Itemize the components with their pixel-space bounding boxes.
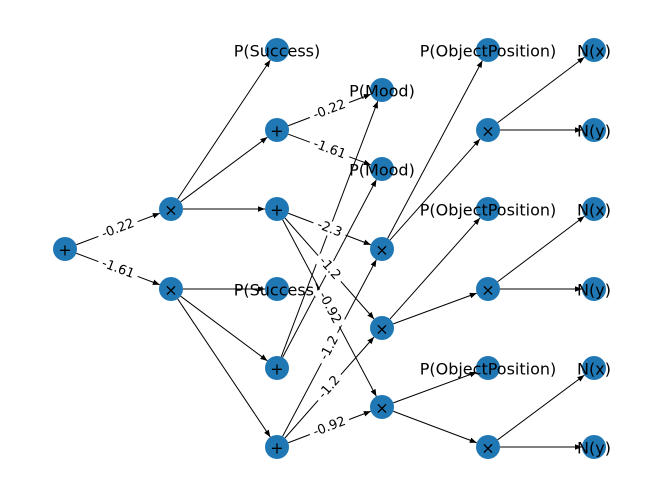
edge-labels-layer: -0.22-1.61-0.22-1.61-2.3-1.2-0.92-1.2-1.… bbox=[95, 95, 352, 442]
edge-label-p1-pm2: -1.61 bbox=[307, 134, 352, 164]
node-m3 bbox=[370, 237, 394, 261]
node-label-pm2: P(Mood) bbox=[349, 161, 415, 180]
node-label-po2: P(ObjectPosition) bbox=[420, 201, 557, 220]
node-label-m8: × bbox=[481, 439, 494, 458]
node-label-nx2: N(x) bbox=[577, 201, 611, 220]
edge-weight-text: -0.22 bbox=[311, 97, 348, 123]
node-ny3 bbox=[582, 435, 606, 459]
edge-m3-m6 bbox=[389, 138, 481, 241]
edge-label-background bbox=[314, 329, 344, 367]
node-ny2 bbox=[582, 277, 606, 301]
edge-label-background bbox=[95, 214, 141, 243]
node-ps1 bbox=[265, 38, 289, 62]
node-m2 bbox=[159, 277, 183, 301]
node-label-m1: × bbox=[164, 201, 177, 220]
edge-m4-m7 bbox=[393, 292, 477, 325]
node-label-po1: P(ObjectPosition) bbox=[420, 42, 557, 61]
node-nx2 bbox=[582, 197, 606, 221]
edge-label-background bbox=[307, 134, 352, 164]
edge-label-p4-m3: -1.2 bbox=[314, 329, 344, 367]
node-label-ny1: N(y) bbox=[577, 122, 611, 141]
edge-weight-text: -0.92 bbox=[315, 290, 344, 327]
node-label-p4: + bbox=[270, 439, 283, 458]
edge-label-background bbox=[312, 369, 347, 406]
node-m6 bbox=[476, 118, 500, 142]
node-m7 bbox=[476, 277, 500, 301]
node-label-ny2: N(y) bbox=[577, 281, 611, 300]
edge-label-p2-m5: -0.92 bbox=[313, 285, 347, 330]
node-po2 bbox=[476, 197, 500, 221]
edge-label-background bbox=[312, 250, 347, 287]
node-label-nx1: N(x) bbox=[577, 42, 611, 61]
node-label-p3: + bbox=[270, 360, 283, 379]
node-label-nx3: N(x) bbox=[577, 360, 611, 379]
edge-label-p2-m3: -2.3 bbox=[310, 215, 349, 242]
node-root bbox=[53, 237, 77, 261]
node-nx3 bbox=[582, 356, 606, 380]
node-label-m4: × bbox=[375, 320, 388, 339]
node-label-m6: × bbox=[481, 122, 494, 141]
edge-label-p1-pm1: -0.22 bbox=[307, 95, 352, 125]
edge-label-root-m1: -0.22 bbox=[95, 214, 141, 243]
node-p3 bbox=[265, 356, 289, 380]
node-po1 bbox=[476, 38, 500, 62]
edge-m1-p1 bbox=[180, 136, 268, 203]
edge-weight-text: -0.22 bbox=[100, 216, 137, 242]
edge-label-background bbox=[310, 215, 349, 242]
edge-weight-text: -0.92 bbox=[311, 414, 348, 440]
node-label-ps1: P(Success) bbox=[234, 42, 321, 61]
node-label-root: + bbox=[58, 241, 71, 260]
node-ps2 bbox=[265, 277, 289, 301]
node-label-p2: + bbox=[270, 201, 283, 220]
node-pm2 bbox=[370, 157, 394, 181]
node-po3 bbox=[476, 356, 500, 380]
node-label-ps2: P(Success) bbox=[234, 281, 321, 300]
node-label-p1: + bbox=[270, 122, 283, 141]
edge-weight-text: -1.61 bbox=[100, 256, 137, 282]
node-label-m2: × bbox=[164, 281, 177, 300]
edge-m7-nx2 bbox=[497, 215, 585, 283]
node-p1 bbox=[265, 118, 289, 142]
node-m5 bbox=[370, 395, 394, 419]
edge-label-p4-m5: -0.92 bbox=[307, 412, 352, 442]
node-ny1 bbox=[582, 118, 606, 142]
node-p2 bbox=[265, 197, 289, 221]
edge-m4-po2 bbox=[389, 217, 481, 320]
edge-m6-nx1 bbox=[497, 56, 585, 124]
edge-m2-p4 bbox=[177, 298, 271, 438]
edge-weight-text: -2.3 bbox=[315, 217, 344, 240]
labels-layer: + × × P(Success) + + P(Success) + + P(Mood) P(Mood… bbox=[58, 42, 611, 458]
edge-label-background bbox=[307, 412, 352, 442]
node-label-m3: × bbox=[375, 241, 388, 260]
edge-label-background bbox=[95, 254, 141, 283]
edge-m2-p3 bbox=[180, 295, 268, 362]
node-label-m7: × bbox=[481, 281, 494, 300]
edge-m5-po3 bbox=[393, 371, 477, 404]
node-nx1 bbox=[582, 38, 606, 62]
node-label-m5: × bbox=[375, 399, 388, 418]
edge-m1-ps1 bbox=[177, 59, 271, 200]
node-label-po3: P(ObjectPosition) bbox=[420, 360, 557, 379]
edge-label-root-m2: -1.61 bbox=[95, 254, 141, 283]
node-pm1 bbox=[370, 78, 394, 102]
edge-label-background bbox=[307, 95, 352, 125]
edge-m3-po1 bbox=[387, 60, 483, 239]
node-m8 bbox=[476, 435, 500, 459]
edge-label-background bbox=[313, 285, 347, 330]
edge-weight-text: -1.61 bbox=[311, 137, 348, 163]
edge-m8-nx3 bbox=[497, 374, 585, 441]
node-m1 bbox=[159, 197, 183, 221]
edge-m5-m8 bbox=[393, 410, 477, 444]
node-label-pm1: P(Mood) bbox=[349, 82, 415, 101]
nodes-layer bbox=[53, 38, 606, 459]
node-p4 bbox=[265, 435, 289, 459]
node-m4 bbox=[370, 316, 394, 340]
node-label-ny3: N(y) bbox=[577, 439, 611, 458]
